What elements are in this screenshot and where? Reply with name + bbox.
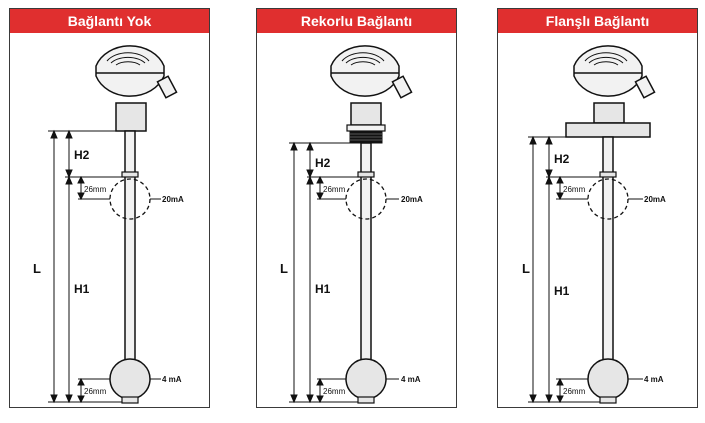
float-stop-top [121, 171, 139, 178]
probe-rod [602, 136, 614, 362]
label-top-gap: 26mm [563, 185, 586, 194]
panel-flange-connection: Flanşlı Bağlantı [497, 8, 698, 408]
float-bottom-position [587, 358, 629, 400]
label-H1: H1 [315, 282, 331, 296]
label-H1: H1 [554, 284, 570, 298]
label-bottom-gap: 26mm [84, 387, 107, 396]
label-bottom-signal: 4 mA [401, 375, 421, 384]
float-stop-top [357, 171, 375, 178]
label-H2: H2 [554, 152, 570, 166]
label-bottom-gap: 26mm [563, 387, 586, 396]
label-H2: H2 [315, 156, 331, 170]
float-bottom-position [109, 358, 151, 400]
terminal-head [330, 45, 413, 126]
label-top-signal: 20mA [162, 195, 184, 204]
panel-no-connection: Bağlantı Yok [9, 8, 210, 408]
label-top-signal: 20mA [644, 195, 666, 204]
float-bottom-position [345, 358, 387, 400]
label-top-signal: 20mA [401, 195, 423, 204]
terminal-head [573, 45, 656, 124]
reference-lines [528, 136, 643, 403]
label-top-gap: 26mm [323, 185, 346, 194]
label-H1: H1 [74, 282, 90, 296]
sensor-diagram-no-connection: L H2 H1 26mm 26mm 20mA 4 mA [33, 45, 184, 404]
float-stop-bottom [121, 396, 139, 404]
panel-title: Rekorlu Bağlantı [257, 9, 456, 33]
dimension-arrows [290, 141, 324, 404]
sensor-diagram-flange-connection: L H2 H1 26mm 26mm 20mA 4 mA [522, 45, 666, 404]
terminal-head [95, 45, 178, 132]
label-bottom-signal: 4 mA [162, 375, 182, 384]
float-stop-bottom [357, 396, 375, 404]
label-H2: H2 [74, 148, 90, 162]
float-stop-bottom [599, 396, 617, 404]
reference-lines [289, 142, 399, 403]
label-top-gap: 26mm [84, 185, 107, 194]
label-L: L [522, 261, 530, 276]
panel-threaded-connection: Rekorlu Bağlantı [256, 8, 457, 408]
panel-title: Flanşlı Bağlantı [498, 9, 697, 33]
flange-plate [565, 122, 651, 138]
dimension-arrows [50, 129, 85, 404]
label-bottom-signal: 4 mA [644, 375, 664, 384]
reference-lines [48, 130, 161, 403]
sensor-diagram-threaded-connection: L H2 H1 26mm 26mm 20mA 4 mA [280, 45, 423, 404]
dimension-arrows [529, 135, 564, 404]
label-L: L [280, 261, 288, 276]
label-L: L [33, 261, 41, 276]
label-bottom-gap: 26mm [323, 387, 346, 396]
panel-title: Bağlantı Yok [10, 9, 209, 33]
probe-rod [124, 130, 136, 362]
float-stop-top [599, 171, 617, 178]
threaded-fitting [346, 124, 386, 144]
